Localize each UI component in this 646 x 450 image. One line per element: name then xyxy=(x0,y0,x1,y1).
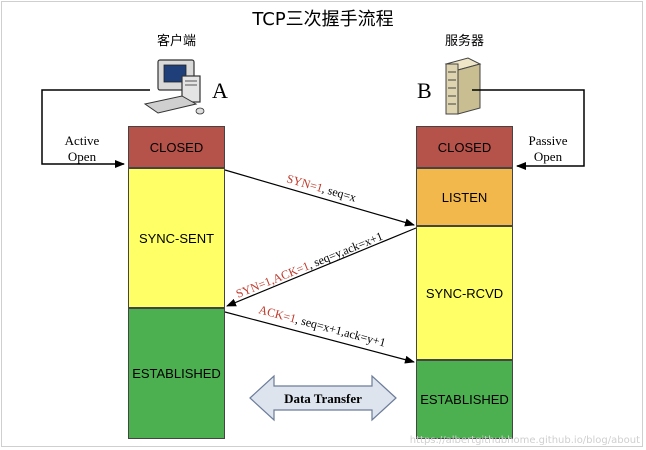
server-rack-icon xyxy=(444,57,482,115)
server-state-listen: LISTEN xyxy=(416,168,513,226)
data-transfer-arrow xyxy=(249,374,397,422)
data-transfer-label: Data Transfer xyxy=(284,391,362,406)
server-state-established: ESTABLISHED xyxy=(416,360,513,439)
server-state-closed: CLOSED xyxy=(416,126,513,168)
syn-arrow xyxy=(224,169,415,227)
syn-message-label: SYN=1, seq=x xyxy=(285,171,358,204)
server-role-label: 服务器 xyxy=(445,34,485,49)
watermark-url: https://albertgithubhome.github.io/blog/… xyxy=(409,435,640,446)
syn-ack-arrow xyxy=(226,227,417,307)
client-state-sync-sent: SYNC-SENT xyxy=(128,168,225,308)
diagram-title: TCP三次握手流程 xyxy=(252,9,394,30)
client-computer-icon xyxy=(143,59,205,115)
server-letter: B xyxy=(417,78,432,103)
server-state-sync-rcvd: SYNC-RCVD xyxy=(416,226,513,360)
client-letter: A xyxy=(212,78,228,103)
passive-open-label: Passive Open xyxy=(528,133,568,164)
client-role-label: 客户端 xyxy=(157,34,197,49)
active-open-label: Active Open xyxy=(64,133,100,164)
ack-arrow xyxy=(224,311,415,364)
active-open-arrow xyxy=(41,89,150,168)
client-state-closed: CLOSED xyxy=(128,126,225,168)
passive-open-arrow xyxy=(472,89,585,170)
client-state-established: ESTABLISHED xyxy=(128,308,225,439)
syn-ack-message-label: SYN=1,ACK=1, seq=y,ack=x+1 xyxy=(234,229,385,301)
